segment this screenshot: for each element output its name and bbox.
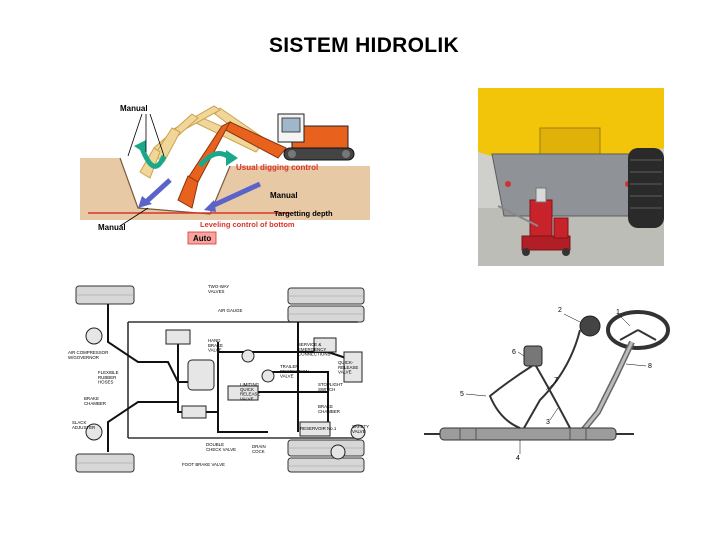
steering-wheel [606,310,670,350]
pump [579,315,601,337]
callout-3: 3 [546,419,550,426]
hydraulic-jack [497,187,571,256]
callout-4: 4 [516,455,520,462]
label-reservoir: RESERVOIR No.1 [300,426,337,431]
blue-arrow-right [210,181,262,209]
ground [80,158,370,220]
auto-badge [187,231,217,245]
label-usual-digging: Usual digging control [236,163,318,172]
forklift-jack-photo [478,88,664,266]
green-arrow-left [139,147,167,169]
callout-7: 7 [554,377,558,384]
brake-components [85,327,366,460]
label-manual-mid: Manual [270,191,298,200]
label-foot-brake-valve: FOOT BRAKE VALVE [182,462,225,467]
forklift-bumper [491,153,649,217]
forklift-body [478,88,664,158]
steering-rack [439,427,617,441]
callout-1: 1 [616,309,620,316]
label-manual-left: Manual [98,223,126,232]
label-leveling-control: Leveling control of bottom [200,220,295,229]
label-manual-top: Manual [120,104,148,113]
label-auto: Auto [193,234,211,243]
power-steering-diagram: 1 2 3 4 5 6 7 8 [420,300,682,468]
hoses [488,329,581,429]
blue-arrow-left [144,178,172,204]
callout-2: 2 [558,307,562,314]
reservoir [523,345,543,367]
excavator-body [277,113,355,161]
excavator-diagram: Manual Usual digging control Manual Targ… [80,96,370,246]
callout-5: 5 [460,391,464,398]
label-air-gauge: AIR GAUGE [218,308,242,313]
label-targetting-depth: Targetting depth [274,209,333,218]
callout-8: 8 [648,363,652,370]
slide-title: SISTEM HIDROLIK [268,34,459,57]
callout-6: 6 [512,349,516,356]
